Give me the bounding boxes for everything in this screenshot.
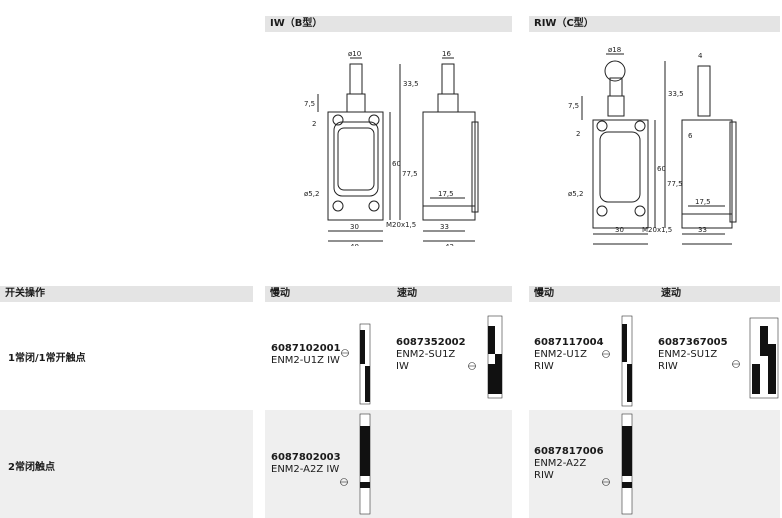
- row2-bg-label: [0, 410, 253, 518]
- row2-bg-riw: [529, 410, 780, 518]
- contact-diagram-p3: [602, 315, 633, 407]
- contact-diagram-p4: [732, 317, 779, 399]
- row2-label: 2常闭触点: [8, 462, 55, 473]
- iw-dim-d10: ø10: [348, 50, 361, 58]
- riw-dim-d4: 4: [698, 52, 703, 60]
- header-iw: IW（B型）: [265, 16, 512, 32]
- contact-diagram-p2: [468, 315, 503, 399]
- riw-dim-thread: M20x1,5: [642, 226, 672, 234]
- iw-dim-d30: 30: [350, 223, 359, 231]
- header-snap-right: 速动: [639, 286, 780, 302]
- riw-dim-d2: 2: [576, 130, 580, 138]
- iw-dim-thread: M20x1,5: [386, 221, 416, 229]
- iw-dim-d42: 42: [445, 243, 454, 246]
- iw-dimension-drawing: ø10 16 7,5 33,5 2 60 77,5 ø5,2 30 40 17,…: [304, 50, 479, 246]
- iw-dim-d40: 40: [350, 243, 359, 246]
- contact-diagram-p6: [602, 413, 633, 515]
- riw-dim-d175: 17,5: [695, 198, 711, 206]
- row1-label: 1常闭/1常开触点: [8, 353, 86, 364]
- contact-diagram-p1: [341, 323, 371, 405]
- iw-dim-d75: 7,5: [304, 100, 315, 108]
- riw-dim-d30: 30: [615, 226, 624, 234]
- contact-diagram-p5: [340, 413, 371, 515]
- header-snap-left: 速动: [375, 286, 512, 302]
- iw-dim-d60: 60: [392, 160, 401, 168]
- iw-dim-d2: 2: [312, 120, 316, 128]
- riw-dim-d75: 7,5: [568, 102, 579, 110]
- row2-bg-iw: [265, 410, 512, 518]
- riw-dim-d775: 77,5: [667, 180, 683, 188]
- iw-dim-d175: 17,5: [438, 190, 454, 198]
- header-slow-right: 慢动: [529, 286, 639, 302]
- header-switch-op: 开关操作: [0, 286, 253, 302]
- iw-dim-d775: 77,5: [402, 170, 418, 178]
- riw-dim-d52: ø5,2: [568, 190, 583, 198]
- riw-dim-d18: ø18: [608, 46, 621, 54]
- iw-dim-d33: 33: [440, 223, 449, 231]
- riw-dim-d335: 33,5: [668, 90, 684, 98]
- riw-dim-d60: 60: [657, 165, 666, 173]
- riw-dimension-drawing: ø18 4 7,5 33,5 2 60 77,5 ø5,2 30 40 17,5…: [568, 46, 737, 245]
- riw-dim-d6: 6: [688, 132, 693, 140]
- iw-dim-d52: ø5,2: [304, 190, 319, 198]
- iw-dim-d335: 33,5: [403, 80, 419, 88]
- header-slow-left: 慢动: [265, 286, 375, 302]
- riw-dim-d33: 33: [698, 226, 707, 234]
- iw-dim-d16: 16: [442, 50, 451, 58]
- header-riw: RIW（C型）: [529, 16, 780, 32]
